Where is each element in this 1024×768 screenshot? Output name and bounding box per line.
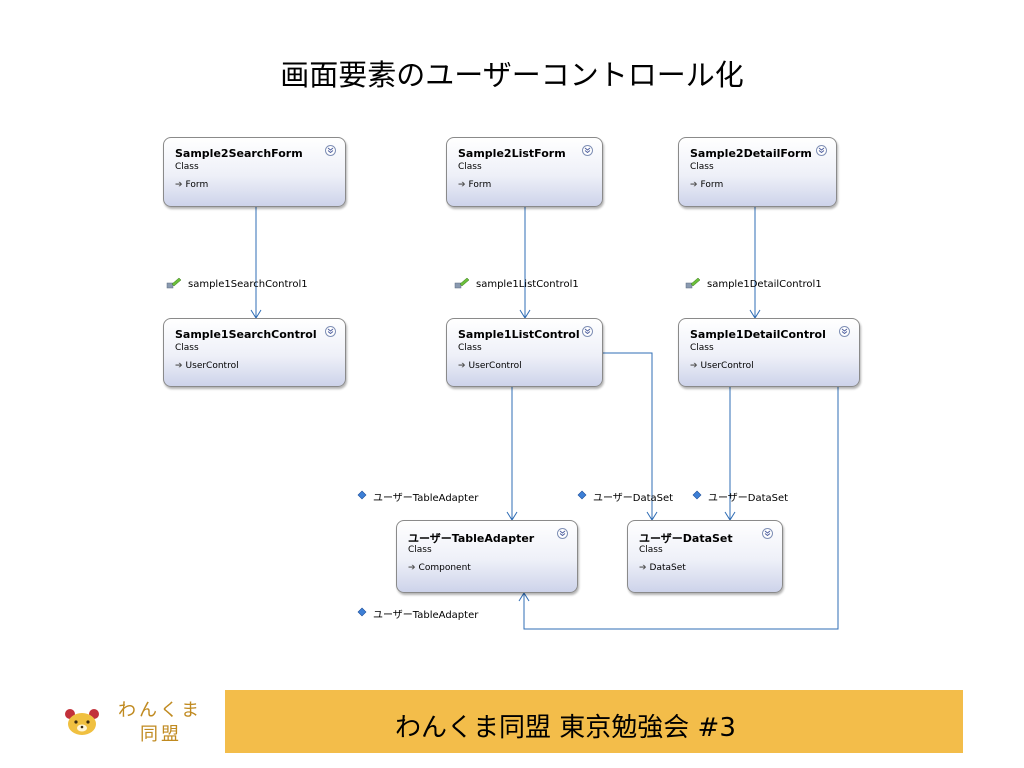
- field-icon: [454, 277, 470, 292]
- association-label[interactable]: sample1ListControl1: [454, 277, 579, 292]
- collapse-chevron-icon[interactable]: [325, 326, 336, 337]
- association-text: sample1ListControl1: [476, 279, 579, 290]
- class-base: ➔UserControl: [690, 361, 754, 371]
- class-base: ➔UserControl: [458, 361, 522, 371]
- class-base: ➔UserControl: [175, 361, 239, 371]
- collapse-chevron-icon[interactable]: [325, 145, 336, 156]
- class-name: ユーザーTableAdapter: [408, 532, 535, 545]
- class-box-sample2detailform[interactable]: Sample2DetailForm Class ➔Form: [678, 137, 837, 207]
- collapse-chevron-icon[interactable]: [839, 326, 850, 337]
- class-box-sample2listform[interactable]: Sample2ListForm Class ➔Form: [446, 137, 603, 207]
- association-label[interactable]: ユーザーDataSet: [577, 489, 673, 504]
- inherit-arrow-icon: ➔: [458, 361, 466, 371]
- collapse-chevron-icon[interactable]: [582, 145, 593, 156]
- class-box-sample1detailcontrol[interactable]: Sample1DetailControl Class ➔UserControl: [678, 318, 860, 387]
- collapse-chevron-icon[interactable]: [762, 528, 773, 539]
- association-text: ユーザーDataSet: [593, 493, 674, 504]
- class-box-sample1listcontrol[interactable]: Sample1ListControl Class ➔UserControl: [446, 318, 603, 387]
- class-base: ➔DataSet: [639, 563, 686, 573]
- class-base: ➔Component: [408, 563, 471, 573]
- class-box-user-tableadapter[interactable]: ユーザーTableAdapter Class ➔Component: [396, 520, 578, 593]
- class-name: Sample2DetailForm: [690, 147, 812, 160]
- association-label[interactable]: ユーザーDataSet: [692, 489, 788, 504]
- inherit-arrow-icon: ➔: [458, 180, 466, 190]
- association-label[interactable]: sample1DetailControl1: [685, 277, 822, 292]
- inherit-arrow-icon: ➔: [175, 180, 183, 190]
- class-name: Sample2ListForm: [458, 147, 566, 160]
- class-base-label: Component: [418, 563, 471, 573]
- association-text: sample1SearchControl1: [188, 279, 308, 290]
- connector-list-control-to-dataset: [600, 352, 653, 520]
- class-box-sample2searchform[interactable]: Sample2SearchForm Class ➔Form: [163, 137, 346, 207]
- class-base: ➔Form: [175, 180, 208, 190]
- class-base-label: DataSet: [649, 563, 686, 573]
- inherit-arrow-icon: ➔: [690, 361, 698, 371]
- class-base: ➔Form: [458, 180, 491, 190]
- association-label[interactable]: sample1SearchControl1: [166, 277, 308, 292]
- class-kind: Class: [175, 162, 199, 172]
- class-base-label: UserControl: [185, 361, 239, 371]
- class-base-label: Form: [468, 180, 492, 190]
- property-icon: [692, 490, 702, 503]
- class-base-label: Form: [700, 180, 724, 190]
- class-kind: Class: [175, 343, 199, 353]
- class-box-user-dataset[interactable]: ユーザーDataSet Class ➔DataSet: [627, 520, 783, 593]
- field-icon: [685, 277, 701, 292]
- association-text: ユーザーTableAdapter: [373, 493, 479, 504]
- slide-title: 画面要素のユーザーコントロール化: [280, 58, 744, 92]
- class-name: Sample1SearchControl: [175, 328, 317, 341]
- association-label[interactable]: ユーザーTableAdapter: [357, 489, 478, 504]
- class-kind: Class: [690, 343, 714, 353]
- class-kind: Class: [639, 545, 663, 555]
- collapse-chevron-icon[interactable]: [557, 528, 568, 539]
- association-label[interactable]: ユーザーTableAdapter: [357, 606, 478, 621]
- class-base: ➔Form: [690, 180, 723, 190]
- inherit-arrow-icon: ➔: [175, 361, 183, 371]
- inherit-arrow-icon: ➔: [690, 180, 698, 190]
- class-base-label: UserControl: [468, 361, 522, 371]
- association-text: ユーザーTableAdapter: [373, 610, 479, 621]
- logo-text-line2: 同盟: [140, 724, 182, 745]
- class-name: Sample2SearchForm: [175, 147, 303, 160]
- connector-detail-control-to-tableadapter: [523, 387, 839, 630]
- logo-text-line1: わんくま: [118, 700, 202, 721]
- association-text: ユーザーDataSet: [708, 493, 789, 504]
- class-base-label: Form: [185, 180, 209, 190]
- field-icon: [166, 277, 182, 292]
- class-name: ユーザーDataSet: [639, 532, 733, 545]
- class-name: Sample1DetailControl: [690, 328, 826, 341]
- property-icon: [357, 607, 367, 620]
- footer-title: わんくま同盟 東京勉強会 #3: [395, 713, 736, 743]
- property-icon: [577, 490, 587, 503]
- class-box-sample1searchcontrol[interactable]: Sample1SearchControl Class ➔UserControl: [163, 318, 346, 387]
- collapse-chevron-icon[interactable]: [816, 145, 827, 156]
- class-kind: Class: [690, 162, 714, 172]
- inherit-arrow-icon: ➔: [639, 563, 647, 573]
- class-base-label: UserControl: [700, 361, 754, 371]
- bear-logo-icon: [62, 706, 102, 742]
- class-name: Sample1ListControl: [458, 328, 580, 341]
- collapse-chevron-icon[interactable]: [582, 326, 593, 337]
- class-kind: Class: [408, 545, 432, 555]
- class-kind: Class: [458, 343, 482, 353]
- association-text: sample1DetailControl1: [707, 279, 822, 290]
- inherit-arrow-icon: ➔: [408, 563, 416, 573]
- class-kind: Class: [458, 162, 482, 172]
- property-icon: [357, 490, 367, 503]
